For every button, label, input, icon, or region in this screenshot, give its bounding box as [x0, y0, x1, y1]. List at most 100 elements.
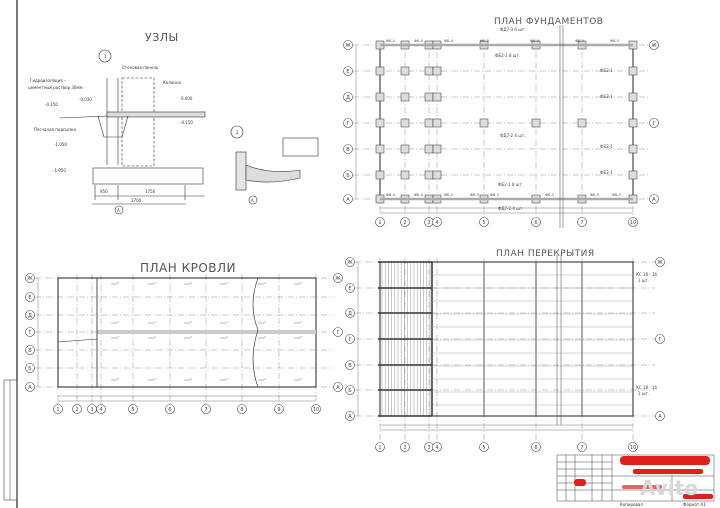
- row-axis-Е-label: Е: [348, 286, 351, 292]
- col-axis-6: [531, 442, 541, 452]
- row-axis-А: [343, 194, 353, 204]
- roof-slope-line: [57, 338, 98, 343]
- footing-mark-top: ФБ-3: [575, 39, 584, 43]
- foundation-footing: [424, 144, 434, 154]
- col-axis-2: [400, 217, 410, 227]
- slope-arrow-icon: [258, 320, 267, 324]
- col-axis-5-label: 5: [131, 407, 134, 413]
- watermark: Avito: [640, 476, 698, 500]
- row-axis-В: [345, 360, 355, 370]
- row-axis-right-Г-label: Г: [336, 330, 339, 336]
- row-axis-Д-label: Д: [348, 311, 352, 317]
- row-axis-Ж-label: Ж: [27, 276, 33, 282]
- col-axis-2: [400, 442, 410, 452]
- building-outline: [379, 44, 634, 200]
- row-axis-Г-label: Г: [346, 121, 349, 127]
- row-axis-right-Ж-label: Ж: [651, 43, 657, 49]
- row-axis-Е-label: Е: [28, 295, 31, 301]
- row-axis-right-Ж: [655, 257, 665, 267]
- col-axis-10-label: 10: [313, 407, 319, 413]
- row-axis-А-label: А: [348, 414, 352, 420]
- col-axis-5-label: 5: [482, 445, 485, 451]
- slope-arrow-icon: [294, 281, 303, 285]
- col-axis-7-label: 7: [580, 220, 583, 226]
- foundation-footing: [432, 170, 442, 180]
- foundation-note: ФБ2-1 8 шт.: [498, 182, 523, 187]
- col-axis-7-label: 7: [580, 445, 583, 451]
- title-block: [556, 454, 715, 502]
- footing-mark-top: ФБ-3: [530, 39, 539, 43]
- level-2: -0.030: [79, 97, 92, 102]
- slope-arrow-icon: [258, 281, 267, 285]
- foundation-note: ФБ2-1: [600, 170, 613, 175]
- floor-plan-note: 1 шт.: [638, 391, 649, 396]
- foundation-footing: [424, 170, 434, 180]
- floor-plan-title: ПЛАН ПЕРЕКРЫТИЯ: [496, 249, 595, 259]
- floor-plan-note: КС 18 - 1б: [636, 385, 658, 390]
- footing-mark-bottom: ФБ-3: [470, 193, 479, 197]
- col-axis-4: [96, 404, 106, 414]
- foundation-footing: [400, 170, 410, 180]
- row-axis-Е: [25, 292, 35, 302]
- foundation-footing: [432, 144, 442, 154]
- row-axis-А-label: А: [346, 197, 350, 203]
- node-1-waterproofing-2: цементный раствор 30мм: [28, 85, 83, 90]
- row-axis-Е: [345, 283, 355, 293]
- col-axis-8: [237, 404, 247, 414]
- slope-arrow-icon: [111, 281, 120, 285]
- col-axis-1: [53, 404, 63, 414]
- col-axis-5-label: 5: [482, 220, 485, 226]
- row-axis-right-Г: [655, 334, 665, 344]
- col-axis-6: [531, 217, 541, 227]
- row-axis-Б-label: Б: [348, 388, 352, 394]
- col-axis-3-label: 3: [427, 445, 430, 451]
- col-axis-7: [577, 442, 587, 452]
- slope-arrow-icon: [184, 377, 193, 381]
- col-axis-7-label: 7: [204, 407, 207, 413]
- row-axis-А-label: А: [28, 385, 32, 391]
- footing-mark-bottom: ФБ-4: [386, 193, 396, 197]
- footing-mark-bottom: ФБ-4: [444, 193, 454, 197]
- row-axis-right-А-label: А: [336, 385, 340, 391]
- row-axis-Г-label: Г: [28, 330, 31, 336]
- slope-arrow-icon: [220, 377, 229, 381]
- footing-mark-top: ФБ-3: [480, 39, 489, 43]
- col-axis-7: [577, 217, 587, 227]
- row-axis-right-Г-label: Г: [658, 337, 661, 343]
- level-5: -1.050: [54, 142, 67, 147]
- col-axis-4: [432, 217, 442, 227]
- row-axis-Е-label: Е: [346, 69, 349, 75]
- row-axis-right-А: [333, 382, 343, 392]
- row-axis-Д: [25, 310, 35, 320]
- col-axis-5: [479, 442, 489, 452]
- level-3: 0.000: [181, 96, 193, 101]
- dim-2700: 2700: [131, 198, 142, 203]
- foundation-footing: [479, 118, 489, 128]
- row-axis-Ж-label: Ж: [345, 43, 351, 49]
- foundation-note: ФД7-2 4 шт.: [498, 206, 523, 211]
- footing-mark-bottom: ФБ-3: [545, 193, 554, 197]
- row-axis-Б: [25, 363, 35, 373]
- row-axis-right-Ж: [333, 273, 343, 283]
- foundation-footing: [577, 118, 587, 128]
- slope-arrow-icon: [294, 377, 303, 381]
- foundation-footing: [424, 66, 434, 76]
- foundation-footing: [531, 118, 541, 128]
- foundation-footing: [432, 118, 442, 128]
- node-2-number: 2: [236, 130, 239, 135]
- slope-arrow-icon: [220, 320, 229, 324]
- col-axis-5: [128, 404, 138, 414]
- nodes-title: УЗЛЫ: [145, 31, 179, 44]
- col-axis-2-label: 2: [403, 220, 406, 226]
- floor-plan-note: 1 шт.: [638, 278, 649, 283]
- col-axis-3-label: 3: [90, 407, 93, 413]
- slope-arrow-icon: [148, 320, 157, 324]
- col-axis-10: [628, 217, 638, 227]
- row-axis-Ж-label: Ж: [347, 260, 353, 266]
- foundation-plan-title: ПЛАН ФУНДАМЕНТОВ: [494, 17, 603, 27]
- row-axis-right-А-label: А: [658, 414, 662, 420]
- foundation-note: ФБ2-1: [600, 144, 613, 149]
- roof-plan-title: ПЛАН КРОВЛИ: [140, 261, 236, 275]
- slope-arrow-icon: [111, 320, 120, 324]
